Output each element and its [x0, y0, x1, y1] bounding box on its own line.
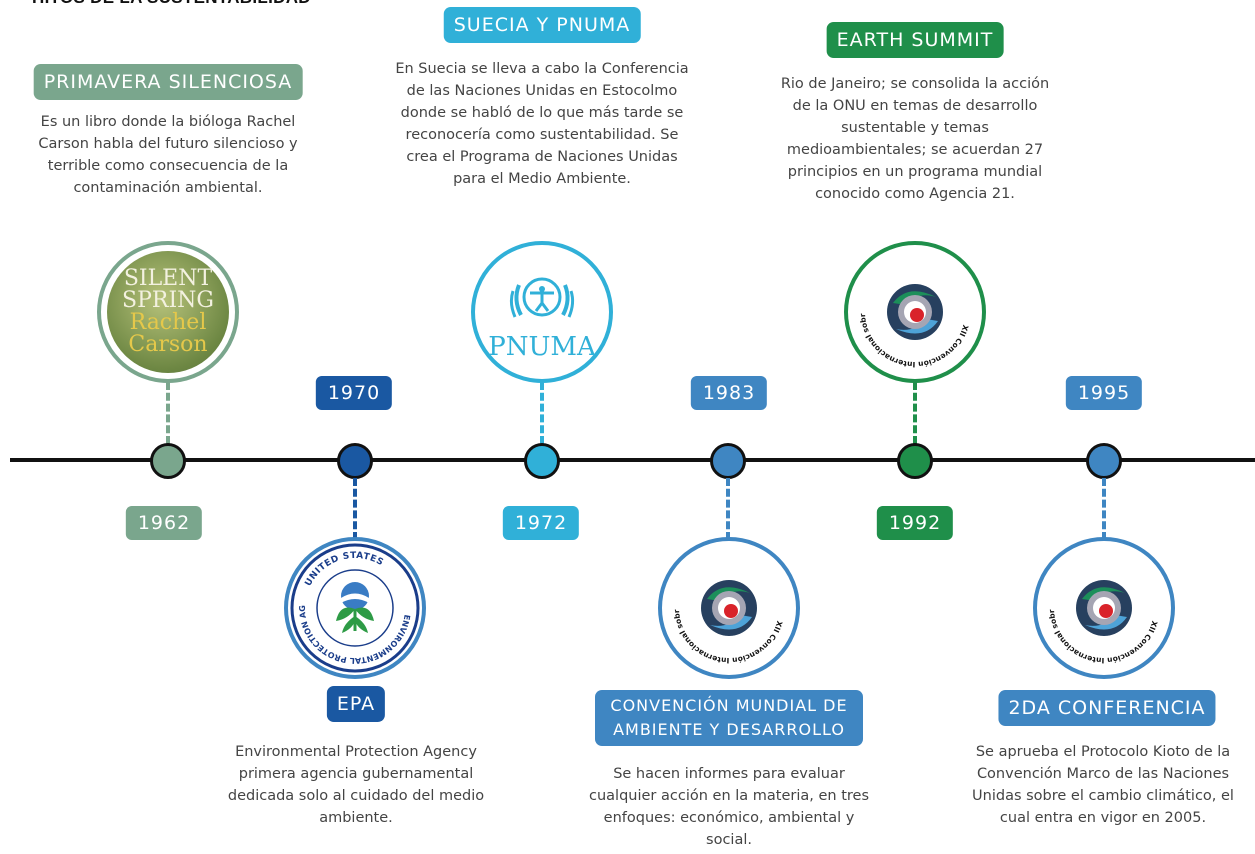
event-description-1983: Se hacen informes para evaluar cualquier…	[589, 766, 869, 848]
event-description-1970: Environmental Protection Agency primera …	[227, 744, 485, 826]
year-badge-1992: 1992	[876, 506, 954, 540]
event-image-1983: XII Convención Internacional sobre Medio…	[658, 537, 800, 679]
connector-1972	[540, 382, 544, 444]
connector-1992	[913, 382, 917, 444]
svg-text:PNUMA: PNUMA	[488, 332, 597, 362]
event-image-1995: XII Convención Internacional sobre Medio…	[1033, 537, 1175, 679]
event-description-1995: Se aprueba el Protocolo Kioto de la Conv…	[972, 744, 1234, 826]
connector-1970	[353, 478, 357, 540]
year-badge-1995: 1995	[1065, 376, 1143, 410]
convention-swirl-logo-icon: XII Convención Internacional sobre Medio…	[1037, 541, 1159, 665]
event-image-1992: XII Convención Internacional sobre Medio…	[844, 241, 986, 383]
convention-swirl-logo-icon: XII Convención Internacional sobre Medio…	[848, 245, 970, 369]
connector-1983	[726, 478, 730, 540]
event-title-earth-summit: EARTH SUMMIT	[826, 22, 1004, 58]
timeline-marker-1962	[150, 443, 186, 479]
event-description-1972: En Suecia se lleva a cabo la Conferencia…	[395, 61, 689, 187]
year-badge-1983: 1983	[690, 376, 768, 410]
event-image-1962: SILENT SPRING Rachel Carson	[97, 241, 239, 383]
unep-emblem-icon: PNUMA	[488, 277, 597, 362]
convention-swirl-logo-icon: XII Convención Internacional sobre Medio…	[662, 541, 784, 665]
event-title-suecia-pnuma: SUECIA Y PNUMA	[443, 7, 641, 43]
year-badge-1962: 1962	[125, 506, 203, 540]
timeline-marker-1995	[1086, 443, 1122, 479]
connector-1962	[166, 382, 170, 444]
silent-spring-book-cover-icon: SILENT SPRING Rachel Carson	[107, 251, 229, 373]
event-description-1962: Es un libro donde la bióloga Rachel Cars…	[38, 114, 298, 196]
connector-1995	[1102, 478, 1106, 540]
timeline-axis	[10, 458, 1255, 462]
timeline-marker-1970	[337, 443, 373, 479]
page-title: HITOS DE LA SUSTENTABILIDAD	[32, 0, 311, 8]
year-badge-1972: 1972	[502, 506, 580, 540]
event-image-1972: PNUMA	[471, 241, 613, 383]
timeline-marker-1972	[524, 443, 560, 479]
event-image-1970: UNITED STATES ENVIRONMENTAL PROTECTION A…	[284, 537, 426, 679]
event-title-epa: EPA	[326, 686, 386, 722]
timeline-marker-1992	[897, 443, 933, 479]
epa-seal-icon: UNITED STATES ENVIRONMENTAL PROTECTION A…	[288, 541, 420, 673]
year-badge-1970: 1970	[315, 376, 393, 410]
event-title-convencion-mundial: CONVENCIÓN MUNDIAL DE AMBIENTE Y DESARRO…	[595, 690, 863, 746]
event-title-primavera-silenciosa: PRIMAVERA SILENCIOSA	[33, 64, 303, 100]
timeline-marker-1983	[710, 443, 746, 479]
event-description-1992: Rio de Janeiro; se consolida la acción d…	[780, 76, 1050, 202]
event-title-2da-conferencia: 2DA CONFERENCIA	[998, 690, 1216, 726]
